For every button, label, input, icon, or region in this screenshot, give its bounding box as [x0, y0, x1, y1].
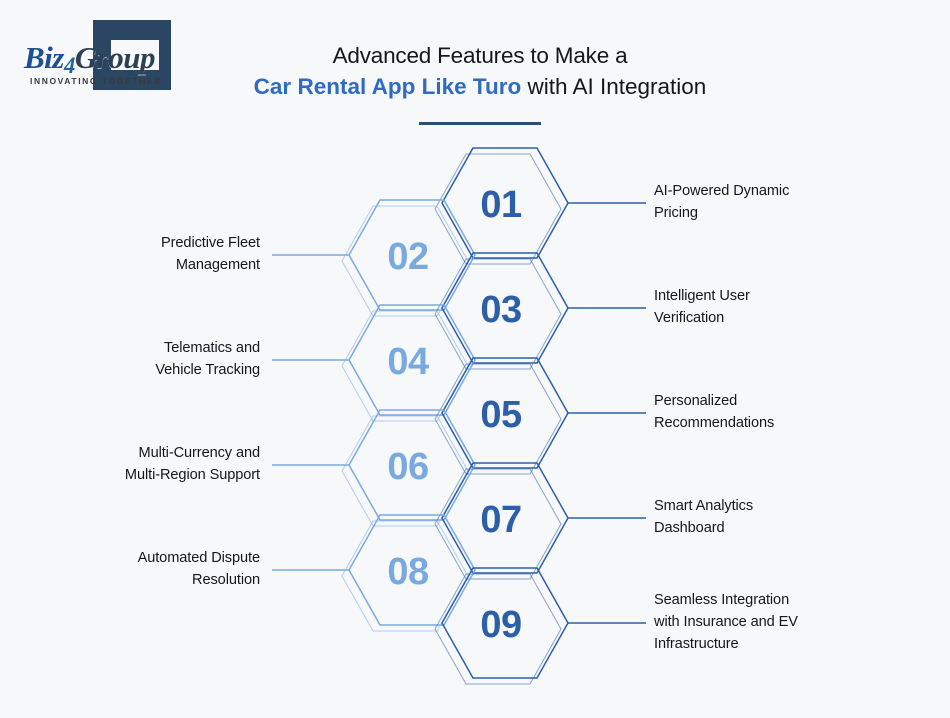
title-underline [419, 122, 541, 126]
logo-word-four: 4 [63, 53, 76, 78]
hexagon-number-03: 03 [480, 289, 521, 331]
hexagon-number-07: 07 [480, 499, 521, 541]
hexagon-number-05: 05 [480, 394, 522, 436]
title-accent: Car Rental App Like Turo [253, 74, 522, 100]
hexagon-number-06: 06 [387, 446, 428, 488]
feature-label-line: Vehicle Tracking [155, 362, 260, 379]
hexagon-number-04: 04 [387, 341, 429, 383]
hexagon-number-09: 09 [480, 604, 521, 646]
feature-label-line: Multi-Currency and [138, 445, 261, 461]
feature-label-line: AI-Powered Dynamic [654, 183, 790, 199]
feature-label-line: Dashboard [654, 520, 725, 537]
logo-tagline: INNOVATING TOGETHER [30, 76, 162, 86]
logo-word-group: Group [74, 40, 156, 75]
feature-label-line: Pricing [654, 205, 698, 222]
brand-logo: Biz4Group INNOVATING TOGETHER [18, 18, 188, 96]
feature-label-line: Infrastructure [654, 636, 739, 653]
hexagon-number-01: 01 [480, 184, 522, 226]
feature-label-line: Telematics and [164, 340, 260, 356]
feature-label-line: Predictive Fleet [161, 235, 260, 251]
feature-label-line: Verification [654, 310, 725, 327]
feature-label-line: Multi-Region Support [124, 467, 260, 484]
feature-label-line: Seamless Integration [654, 592, 790, 608]
hexagon-number-08: 08 [387, 551, 428, 593]
logo-word-biz: Biz [24, 40, 64, 75]
feature-label-line: Resolution [192, 572, 260, 589]
feature-label-09: Seamless Integration with Insurance and E… [654, 589, 904, 656]
feature-label-line: Management [175, 257, 260, 274]
feature-label-line: Smart Analytics [654, 498, 754, 514]
page-title: Advanced Features to Make a Car Rental A… [200, 40, 760, 126]
title-line-1: Advanced Features to Make a [332, 43, 628, 68]
feature-label-line: Personalized [654, 393, 738, 409]
logo-wordmark: Biz4Group [24, 40, 156, 78]
feature-label-line: with Insurance and EV [654, 614, 798, 631]
feature-label-line: Intelligent User [654, 288, 750, 304]
title-line-2: Car Rental App Like Turo with AI Integra… [200, 71, 760, 102]
logo-mark-notch [111, 40, 159, 70]
feature-label-line: Recommendations [654, 415, 775, 432]
title-rest: with AI Integration [521, 74, 707, 100]
feature-label-line: Automated Dispute [137, 550, 261, 566]
hexagon-number-02: 02 [387, 236, 428, 278]
